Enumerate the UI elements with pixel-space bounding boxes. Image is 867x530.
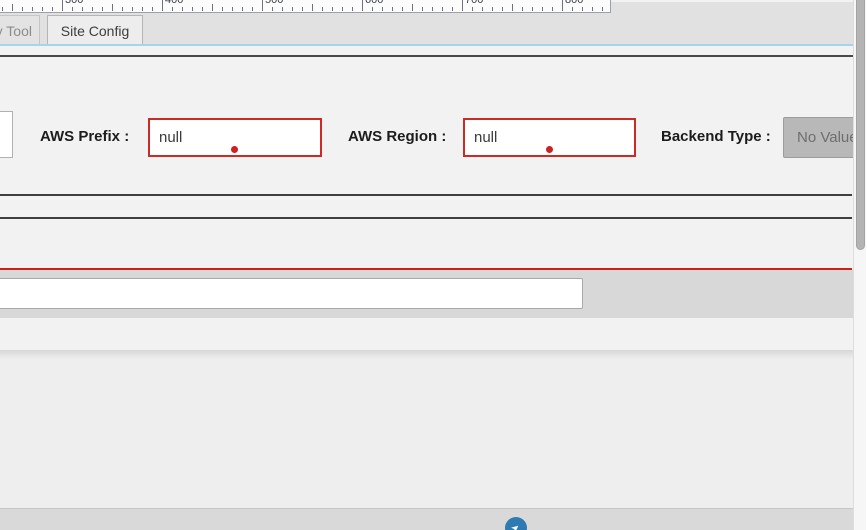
ruler-tick bbox=[532, 7, 533, 11]
ruler-tick bbox=[412, 4, 413, 11]
ruler-tick bbox=[322, 7, 323, 11]
validation-error-dot-icon bbox=[546, 146, 553, 153]
ruler-tick bbox=[82, 7, 83, 11]
ruler-tick bbox=[402, 7, 403, 11]
section-lower bbox=[0, 350, 855, 508]
ruler-tick bbox=[42, 7, 43, 11]
ruler-tick bbox=[482, 7, 483, 11]
ruler-tick bbox=[162, 0, 163, 11]
ruler-tick bbox=[52, 7, 53, 11]
ruler-tick bbox=[142, 7, 143, 11]
tab-site-config-label: Site Config bbox=[60, 23, 130, 39]
ruler-tick bbox=[372, 7, 373, 11]
tab-focus-underline bbox=[0, 44, 855, 46]
ruler-tick bbox=[492, 7, 493, 11]
ruler-tick bbox=[122, 7, 123, 11]
divider-line-red bbox=[0, 268, 852, 270]
ruler-tick bbox=[102, 7, 103, 11]
ruler-tick bbox=[282, 7, 283, 11]
ruler-tick bbox=[512, 4, 513, 11]
ruler-tick bbox=[112, 4, 113, 11]
ruler-tick bbox=[172, 7, 173, 11]
ruler-tick bbox=[362, 0, 363, 11]
ruler: 300 400 500 600 700 800 bbox=[0, 0, 611, 13]
ruler-tick bbox=[592, 7, 593, 11]
validation-error-dot-icon bbox=[231, 146, 238, 153]
backend-type-label: Backend Type : bbox=[661, 128, 771, 145]
ruler-tick bbox=[292, 7, 293, 11]
aws-prefix-label: AWS Prefix : bbox=[40, 128, 130, 145]
ruler-tick bbox=[182, 7, 183, 11]
command-input[interactable] bbox=[0, 278, 583, 309]
ruler-label: 300 bbox=[65, 0, 84, 6]
ruler-tick bbox=[32, 7, 33, 11]
ruler-tick bbox=[262, 0, 263, 11]
ruler-tick bbox=[522, 7, 523, 11]
ruler-tick bbox=[542, 7, 543, 11]
divider-line-top bbox=[0, 55, 855, 57]
ruler-tick bbox=[12, 4, 13, 11]
ruler-tick bbox=[152, 7, 153, 11]
divider-line-2 bbox=[0, 217, 852, 219]
ruler-tick bbox=[352, 7, 353, 11]
ruler-label: 600 bbox=[365, 0, 384, 6]
ruler-tick bbox=[312, 4, 313, 11]
ruler-tick bbox=[2, 7, 3, 11]
section-middle bbox=[0, 318, 855, 350]
tab-tool-label: y Tool bbox=[0, 23, 32, 39]
cutoff-field[interactable] bbox=[0, 111, 13, 158]
ruler-label: 400 bbox=[165, 0, 184, 6]
ruler-tick bbox=[332, 7, 333, 11]
send-icon: ➤ bbox=[508, 521, 523, 530]
ruler-tick bbox=[422, 7, 423, 11]
backend-type-value[interactable]: No Value bbox=[783, 117, 854, 158]
ruler-tick bbox=[62, 0, 63, 11]
scrollbar-thumb[interactable] bbox=[856, 0, 865, 250]
ruler-tick bbox=[272, 7, 273, 11]
ruler-tick bbox=[602, 7, 603, 11]
ruler-tick bbox=[232, 7, 233, 11]
ruler-tick bbox=[242, 7, 243, 11]
ruler-label: 500 bbox=[265, 0, 284, 6]
ruler-tick bbox=[302, 7, 303, 11]
send-button[interactable]: ➤ bbox=[505, 517, 527, 530]
ruler-label: 700 bbox=[465, 0, 484, 6]
ruler-tick bbox=[462, 0, 463, 11]
ruler-tick bbox=[552, 7, 553, 11]
vertical-scrollbar[interactable] bbox=[853, 0, 867, 530]
ruler-tick bbox=[452, 7, 453, 11]
ruler-tick bbox=[192, 7, 193, 11]
ruler-tick bbox=[502, 7, 503, 11]
ruler-tick bbox=[92, 7, 93, 11]
backend-type-value-text: No Value bbox=[797, 129, 854, 146]
ruler-tick bbox=[472, 7, 473, 11]
ruler-tick bbox=[212, 4, 213, 11]
ruler-tick bbox=[222, 7, 223, 11]
ruler-tick bbox=[442, 7, 443, 11]
ruler-tick bbox=[202, 7, 203, 11]
ruler-tick bbox=[562, 0, 563, 11]
divider-line-1 bbox=[0, 194, 852, 196]
ruler-tick bbox=[72, 7, 73, 11]
ruler-tick bbox=[382, 7, 383, 11]
ruler-tick bbox=[132, 7, 133, 11]
ruler-tick bbox=[252, 7, 253, 11]
ruler-tick bbox=[572, 7, 573, 11]
ruler-tick bbox=[432, 7, 433, 11]
aws-region-label: AWS Region : bbox=[348, 128, 447, 145]
footer-band bbox=[0, 508, 855, 530]
ruler-tick bbox=[22, 7, 23, 11]
ruler-tick bbox=[392, 7, 393, 11]
ruler-label: 800 bbox=[565, 0, 584, 6]
tab-tool[interactable]: y Tool bbox=[0, 15, 40, 46]
ruler-tick bbox=[342, 7, 343, 11]
tab-site-config[interactable]: Site Config bbox=[47, 15, 143, 46]
ruler-tick bbox=[582, 7, 583, 11]
